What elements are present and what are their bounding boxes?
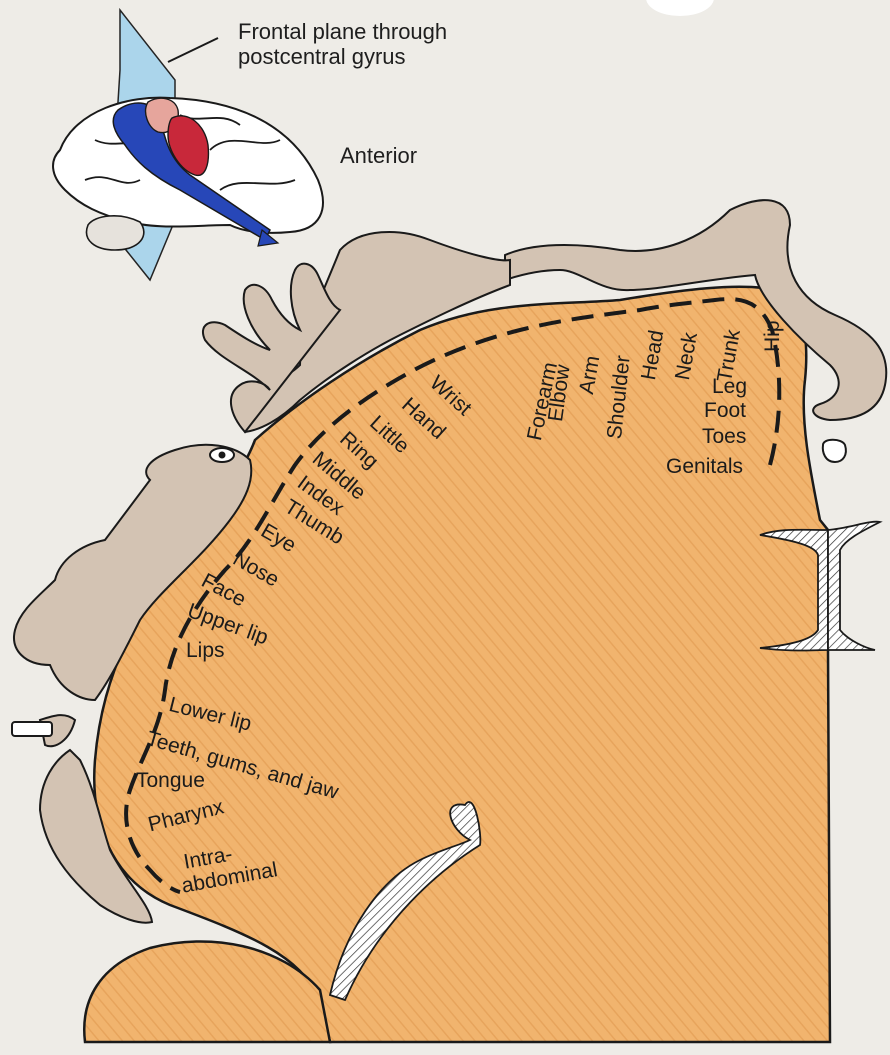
homunculus-teeth: [12, 722, 52, 736]
anterior-label: Anterior: [340, 144, 417, 169]
top-marker: [646, 0, 714, 16]
homunculus-pupil: [219, 452, 226, 459]
label-genitals: Genitals: [666, 456, 743, 477]
plane-label-line2: postcentral gyrus: [238, 45, 447, 70]
label-hip: Hip: [762, 320, 783, 352]
label-leg: Leg: [712, 376, 747, 397]
plane-label: Frontal plane through postcentral gyrus: [238, 20, 447, 69]
label-foot: Foot: [704, 400, 746, 421]
label-lips: Lips: [186, 640, 225, 661]
cerebellum: [87, 216, 144, 250]
ventricle-right: [828, 522, 880, 650]
plane-leader-line: [168, 38, 218, 62]
label-toes: Toes: [702, 426, 746, 447]
homunculus-genitals: [823, 440, 846, 462]
plane-label-line1: Frontal plane through: [238, 20, 447, 45]
label-tongue: Tongue: [136, 770, 205, 791]
